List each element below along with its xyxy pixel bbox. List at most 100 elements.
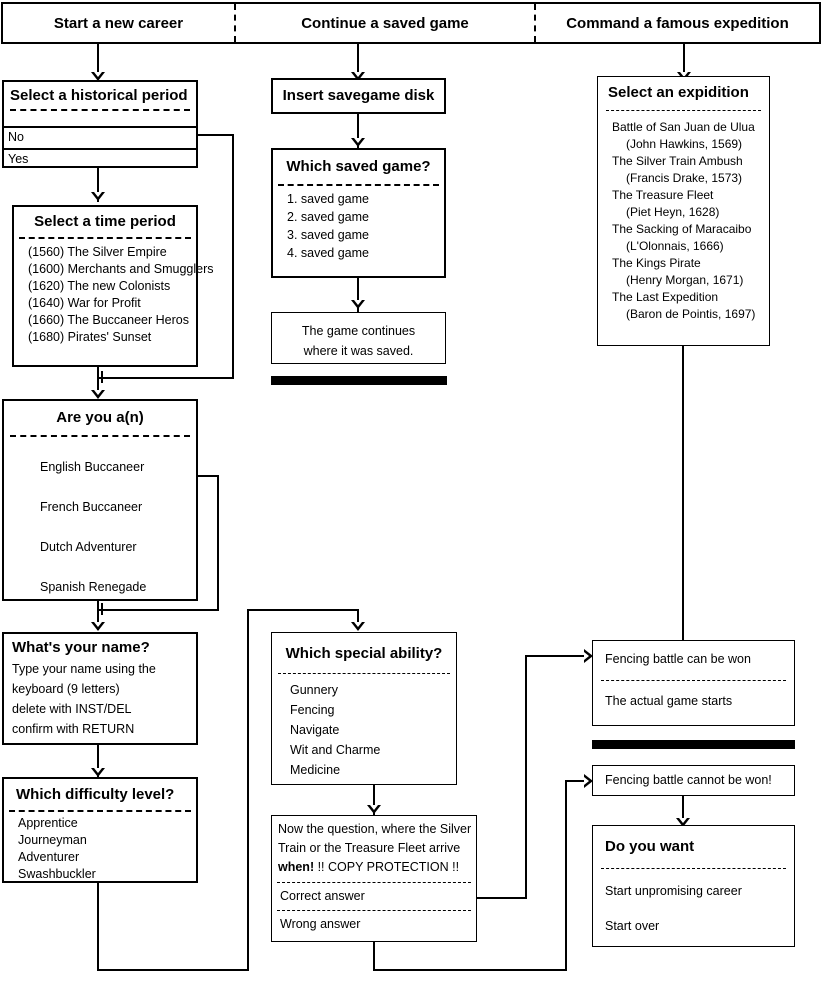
option-1640[interactable]: (1640) War for Profit	[28, 296, 141, 310]
node-which-saved-game[interactable]: Which saved game? 1. saved game 2. saved…	[271, 148, 446, 278]
option-navigate[interactable]: Navigate	[290, 723, 340, 737]
arrowhead-down	[351, 72, 365, 81]
option-dutch-adventurer[interactable]: Dutch Adventurer	[40, 540, 137, 554]
node-insert-savegame-disk[interactable]: Insert savegame disk	[271, 78, 446, 114]
option-english-buccaneer[interactable]: English Buccaneer	[40, 460, 145, 474]
connector-correct-v	[525, 655, 527, 899]
connector-yes-to-time-period	[97, 167, 99, 202]
option-1620[interactable]: (1620) The new Colonists	[28, 279, 171, 293]
merge-tick	[101, 371, 103, 383]
header-command-expedition[interactable]: Command a famous expedition	[536, 4, 819, 42]
divider	[277, 882, 471, 883]
expedition-credit: (Baron de Pointis, 1697)	[626, 307, 756, 321]
node-title: What's your name?	[12, 639, 150, 656]
option-no[interactable]: No	[8, 130, 24, 144]
option-1660[interactable]: (1660) The Buccaneer Heros	[28, 313, 189, 327]
node-select-time-period[interactable]: Select a time period (1560) The Silver E…	[12, 205, 214, 367]
divider	[277, 910, 471, 911]
question-emphasis: when!	[278, 860, 315, 874]
node-fencing-battle-lost: Fencing battle cannot be won!	[592, 765, 795, 796]
terminator-bar-saved-game	[271, 376, 447, 385]
arrowhead-down	[91, 768, 105, 777]
connector-saved-game-to-continues	[357, 277, 359, 312]
fencing-lost-text: Fencing battle cannot be won!	[605, 773, 772, 787]
divider-solid	[4, 148, 196, 150]
node-difficulty-level[interactable]: Which difficulty level? Apprentice Journ…	[2, 777, 198, 883]
header-continue-saved-game[interactable]: Continue a saved game	[236, 4, 536, 42]
node-title: Select an expidition	[608, 84, 749, 101]
divider	[9, 810, 191, 812]
option-1600[interactable]: (1600) Merchants and Smugglers	[28, 262, 214, 276]
node-title: Do you want	[605, 838, 695, 855]
option-saved-game-2[interactable]: 2. saved game	[287, 210, 369, 224]
expedition-entry[interactable]: The Treasure Fleet (Piet Heyn, 1628)	[604, 187, 763, 221]
node-title: Select a historical period	[10, 87, 188, 104]
option-correct-answer[interactable]: Correct answer	[280, 889, 365, 903]
connector-are-you-to-name	[97, 600, 99, 630]
node-copy-protection[interactable]: Now the question, where the Silver Train…	[271, 815, 477, 942]
connector-header-to-expedition	[683, 44, 685, 74]
connector-difficulty-down	[97, 883, 99, 971]
option-saved-game-3[interactable]: 3. saved game	[287, 228, 369, 242]
connector-wrong-down	[373, 942, 375, 971]
connector-wrong-v	[565, 780, 567, 971]
connector-no-bypass-h-top	[196, 134, 234, 136]
option-medicine[interactable]: Medicine	[290, 763, 341, 777]
node-do-you-want[interactable]: Do you want Start unpromising career Sta…	[592, 825, 795, 947]
expedition-entry[interactable]: The Last Expedition (Baron de Pointis, 1…	[604, 289, 763, 323]
expedition-credit: (L'Olonnais, 1666)	[626, 239, 724, 253]
expedition-credit: (Piet Heyn, 1628)	[626, 205, 720, 219]
connector-are-you-right-exit	[196, 475, 219, 477]
expedition-entry[interactable]: Battle of San Juan de Ulua (John Hawkins…	[604, 119, 763, 153]
option-wit-and-charme[interactable]: Wit and Charme	[290, 743, 381, 757]
node-game-continues: The game continues where it was saved.	[271, 312, 446, 364]
connector-lost-to-do-you-want	[682, 795, 684, 825]
expedition-name: The Last Expedition	[612, 290, 719, 304]
option-apprentice[interactable]: Apprentice	[18, 816, 78, 830]
node-are-you-a[interactable]: Are you a(n) English Buccaneer French Bu…	[2, 399, 198, 601]
expedition-name: The Kings Pirate	[612, 256, 701, 270]
question-line-1: Now the question, where the Silver	[278, 822, 472, 836]
expedition-entry[interactable]: The Sacking of Maracaibo (L'Olonnais, 16…	[604, 221, 763, 255]
option-spanish-renegade[interactable]: Spanish Renegade	[40, 580, 147, 594]
connector-into-special-ability-v	[357, 609, 359, 627]
option-gunnery[interactable]: Gunnery	[290, 683, 338, 697]
header-start-new-career[interactable]: Start a new career	[3, 4, 236, 42]
instruction-line-1: Type your name using the	[12, 662, 156, 676]
option-1560[interactable]: (1560) The Silver Empire	[28, 245, 167, 259]
option-start-over[interactable]: Start over	[605, 919, 660, 933]
node-select-historical-period[interactable]: Select a historical period No Yes	[2, 80, 198, 168]
connector-ability-to-copyprotection	[373, 785, 375, 817]
divider	[278, 673, 450, 674]
option-french-buccaneer[interactable]: French Buccaneer	[40, 500, 143, 514]
option-fencing[interactable]: Fencing	[290, 703, 335, 717]
option-start-unpromising-career[interactable]: Start unpromising career	[605, 884, 742, 898]
node-whats-your-name[interactable]: What's your name? Type your name using t…	[2, 632, 198, 745]
option-swashbuckler[interactable]: Swashbuckler	[18, 867, 96, 881]
node-fencing-battle-won: Fencing battle can be won The actual gam…	[592, 640, 795, 726]
expedition-entry[interactable]: The Kings Pirate (Henry Morgan, 1671)	[604, 255, 763, 289]
option-saved-game-1[interactable]: 1. saved game	[287, 192, 369, 206]
option-adventurer[interactable]: Adventurer	[18, 850, 80, 864]
connector-disk-to-saved-game	[357, 113, 359, 148]
expedition-entry[interactable]: The Silver Train Ambush (Francis Drake, …	[604, 153, 763, 187]
option-yes[interactable]: Yes	[8, 152, 29, 166]
expedition-credit: (John Hawkins, 1569)	[626, 137, 743, 151]
arrowhead-down	[676, 818, 690, 827]
option-journeyman[interactable]: Journeyman	[18, 833, 87, 847]
divider	[10, 435, 190, 437]
connector-correct-h2	[525, 655, 591, 657]
header-label: Start a new career	[53, 14, 184, 32]
option-saved-game-4[interactable]: 4. saved game	[287, 246, 369, 260]
expedition-name: Battle of San Juan de Ulua	[612, 120, 755, 134]
connector-name-to-difficulty	[97, 745, 99, 777]
node-special-ability[interactable]: Which special ability? Gunnery Fencing N…	[271, 632, 457, 785]
option-wrong-answer[interactable]: Wrong answer	[280, 917, 361, 931]
option-1680[interactable]: (1680) Pirates' Sunset	[28, 330, 152, 344]
node-select-expedition[interactable]: Select an expidition Battle of San Juan …	[597, 76, 770, 346]
connector-expedition-down	[682, 346, 684, 642]
divider	[601, 868, 786, 869]
fencing-won-text: Fencing battle can be won	[605, 652, 751, 666]
expedition-name: The Silver Train Ambush	[612, 154, 743, 168]
